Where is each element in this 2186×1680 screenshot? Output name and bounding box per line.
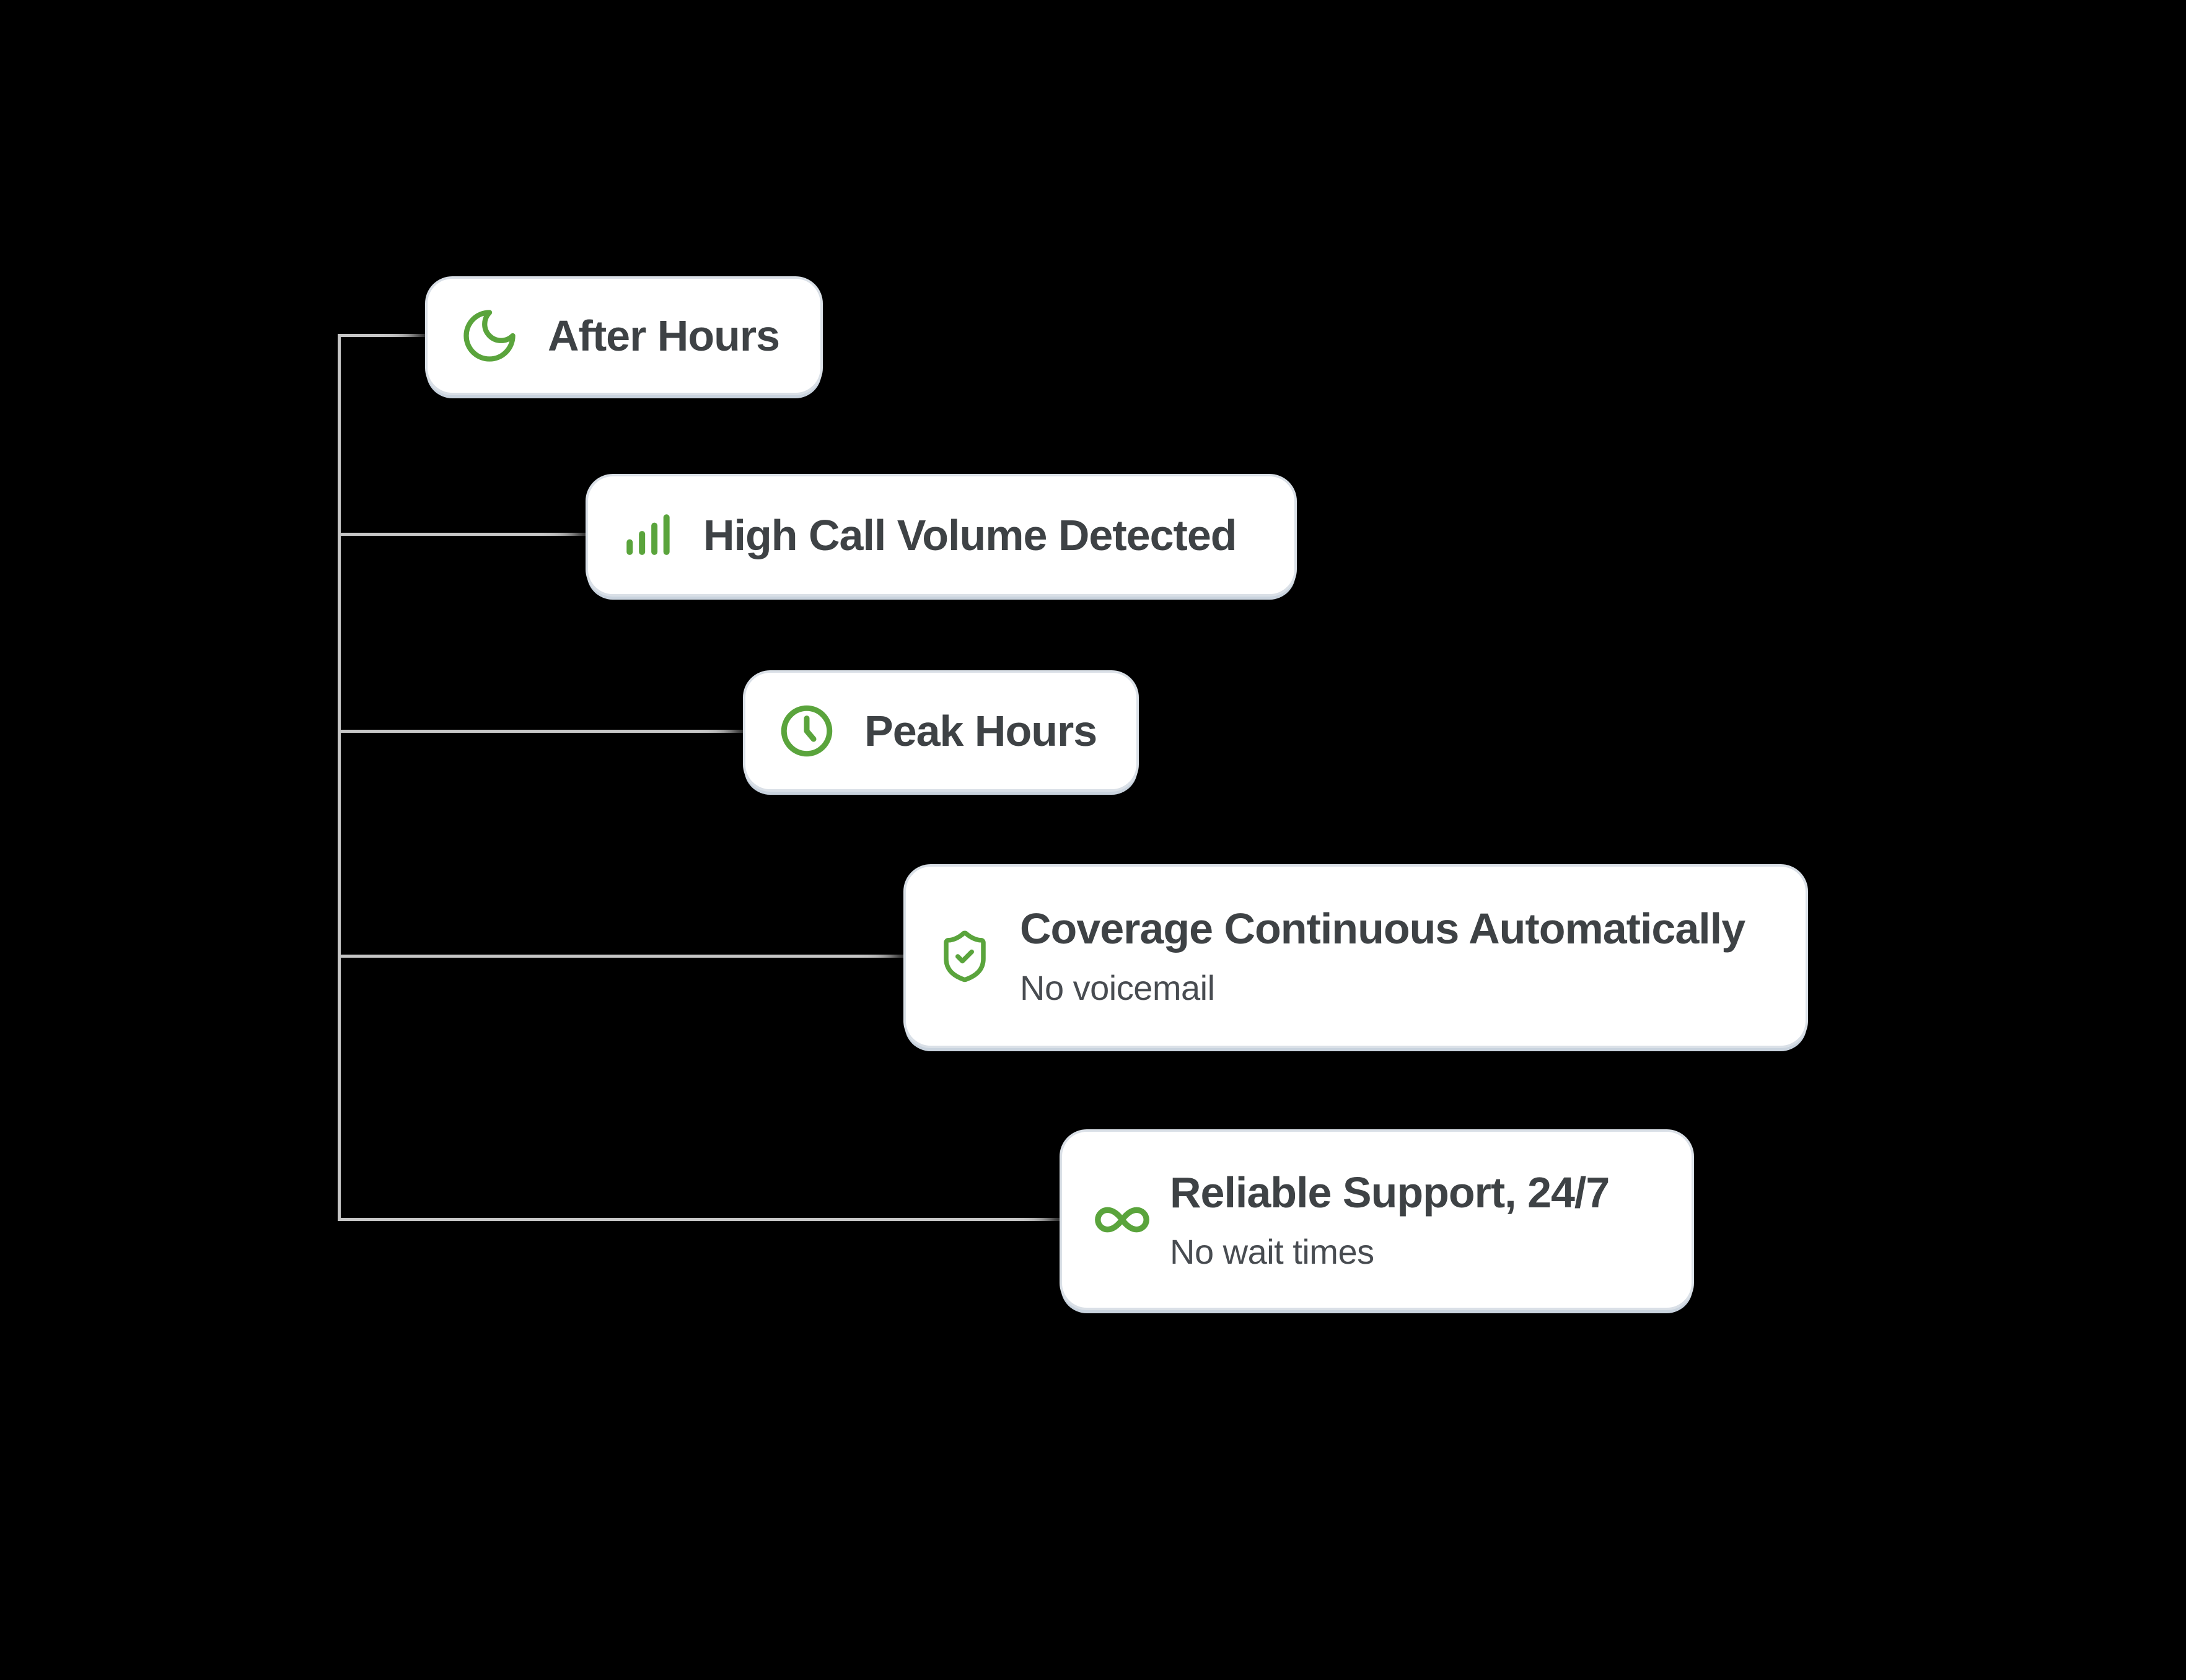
- card-subtitle: No voicemail: [1020, 968, 1215, 1008]
- flow-node-coverage: Coverage Continuous Automatically No voi…: [864, 829, 1848, 1100]
- flow-card-high-call-volume: High Call Volume Detected: [586, 474, 1297, 597]
- card-texts: Coverage Continuous Automatically No voi…: [1020, 905, 1745, 1007]
- flow-card-peak-hours: Peak Hours: [743, 670, 1139, 792]
- card-subtitle: No wait times: [1170, 1232, 1374, 1271]
- card-texts: After Hours: [548, 311, 780, 360]
- flow-node-reliable-support: Reliable Support, 24/7 No wait times: [1020, 1095, 1734, 1362]
- card-title: Coverage Continuous Automatically: [1020, 904, 1745, 953]
- flow-card-after-hours: After Hours: [425, 276, 823, 395]
- flow-card-reliable-support: Reliable Support, 24/7 No wait times: [1060, 1129, 1694, 1310]
- shield-check-icon: [937, 929, 993, 984]
- connector-branch-after-hours: [338, 334, 431, 337]
- card-title: High Call Volume Detected: [703, 510, 1237, 559]
- flow-node-high-call-volume: High Call Volume Detected: [546, 439, 1337, 649]
- card-title: After Hours: [548, 311, 780, 360]
- infinity-icon: [1093, 1191, 1151, 1249]
- card-title: Peak Hours: [864, 706, 1097, 755]
- card-texts: Peak Hours: [864, 707, 1097, 755]
- flow-node-after-hours: After Hours: [385, 242, 863, 447]
- connector-branch-coverage: [338, 955, 910, 958]
- card-title: Reliable Support, 24/7: [1170, 1168, 1610, 1217]
- card-texts: Reliable Support, 24/7 No wait times: [1170, 1168, 1610, 1271]
- flow-node-peak-hours: Peak Hours: [703, 636, 1179, 844]
- connector-trunk: [338, 334, 341, 1221]
- connector-branch-peak-hours: [338, 730, 749, 733]
- flow-card-coverage: Coverage Continuous Automatically No voi…: [903, 864, 1808, 1048]
- clock-icon: [776, 701, 837, 761]
- bar-chart-icon: [619, 507, 676, 564]
- connector-branch-high-call-volume: [338, 533, 592, 536]
- connector-branch-reliable-support: [338, 1218, 1066, 1221]
- card-texts: High Call Volume Detected: [703, 510, 1237, 559]
- moon-icon: [459, 305, 520, 367]
